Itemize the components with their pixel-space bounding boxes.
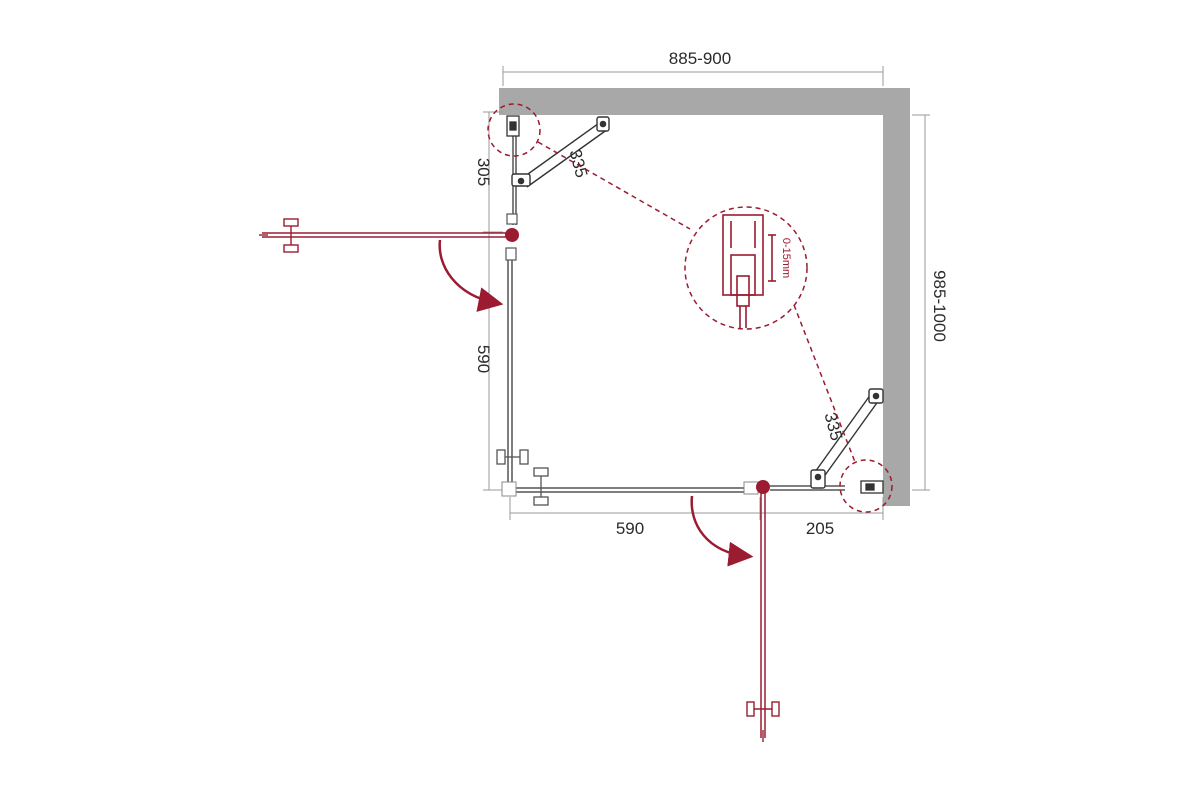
brace-bottom-label: 335 [820, 410, 846, 442]
handle-icon[interactable] [746, 701, 780, 742]
stabilizer-bar-icon [810, 388, 884, 489]
pivot-hinge-icon [505, 213, 518, 261]
wall-bracket-icon [860, 480, 884, 494]
dimension-bottom-left-label: 590 [616, 519, 644, 538]
dimension-bottom-right-label: 205 [806, 519, 834, 538]
bottom-door [756, 480, 770, 738]
detail-adjustment-label: 0-15mm [780, 238, 792, 278]
brace-top-label: 335 [565, 147, 591, 179]
wall-right [883, 88, 910, 506]
curved-arrow-icon [438, 239, 504, 312]
detail-callouts [487, 103, 893, 513]
left-door [262, 228, 519, 242]
glass-panels [507, 120, 845, 493]
curved-arrow-icon [690, 495, 754, 567]
wall-top [499, 88, 910, 115]
stabilizer-bar-icon [511, 116, 610, 188]
handle-icon [533, 467, 549, 506]
wall-bracket-icon [506, 115, 520, 137]
handle-icon [496, 449, 529, 465]
profile-detail [722, 214, 776, 328]
dimension-left-lower-label: 590 [474, 345, 493, 373]
dimension-left-upper-label: 305 [474, 158, 493, 186]
dimension-right-label: 985-1000 [930, 270, 949, 342]
corner-profile [501, 481, 759, 497]
dimension-right [912, 114, 930, 491]
dimension-bottom [509, 497, 884, 520]
handle-icon[interactable] [259, 218, 299, 253]
dimension-top-label: 885-900 [669, 49, 731, 68]
dimension-top [502, 66, 884, 86]
